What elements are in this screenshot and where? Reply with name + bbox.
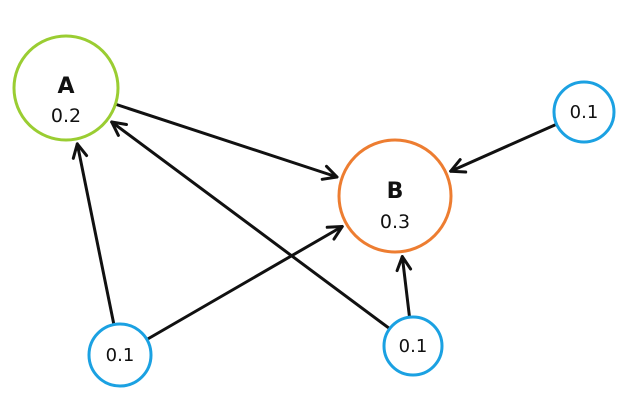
node-c1[interactable]: 0.1 — [552, 80, 616, 144]
arrowhead-icon — [71, 142, 89, 160]
node-c2-value: 0.1 — [106, 345, 135, 366]
node-c3-circle — [382, 315, 444, 377]
node-a[interactable]: A 0.2 — [12, 34, 120, 142]
node-c2[interactable]: 0.1 — [87, 322, 153, 388]
node-b-circle — [337, 138, 453, 254]
node-c1-circle — [552, 80, 616, 144]
edge-line — [400, 255, 411, 318]
arrowhead-icon — [320, 164, 339, 181]
edge-c2-to-a — [71, 142, 116, 326]
node-c2-circle — [87, 322, 153, 388]
node-c3-value: 0.1 — [399, 336, 428, 357]
edges-layer — [71, 103, 558, 341]
edge-c2-to-b — [146, 225, 344, 341]
node-b-name: B — [387, 179, 404, 204]
edge-line — [449, 123, 558, 173]
edge-line — [110, 120, 391, 330]
node-a-name: A — [57, 74, 74, 99]
arrowhead-icon — [395, 255, 413, 273]
edge-line — [146, 225, 344, 341]
arrowhead-icon — [449, 158, 468, 174]
node-c1-value: 0.1 — [570, 102, 599, 123]
edge-line — [75, 142, 116, 326]
node-b-value: 0.3 — [380, 211, 410, 233]
arrowhead-icon — [110, 120, 128, 137]
node-c3[interactable]: 0.1 — [382, 315, 444, 377]
node-a-circle — [12, 34, 120, 142]
edge-line — [114, 103, 339, 179]
arrowhead-icon — [325, 225, 344, 241]
node-b[interactable]: B 0.3 — [337, 138, 453, 254]
edge-a-to-b — [114, 103, 339, 181]
edge-c3-to-a — [110, 120, 391, 330]
edge-c3-to-b — [395, 255, 413, 318]
edge-c1-to-b — [449, 123, 558, 174]
node-a-value: 0.2 — [51, 105, 81, 127]
